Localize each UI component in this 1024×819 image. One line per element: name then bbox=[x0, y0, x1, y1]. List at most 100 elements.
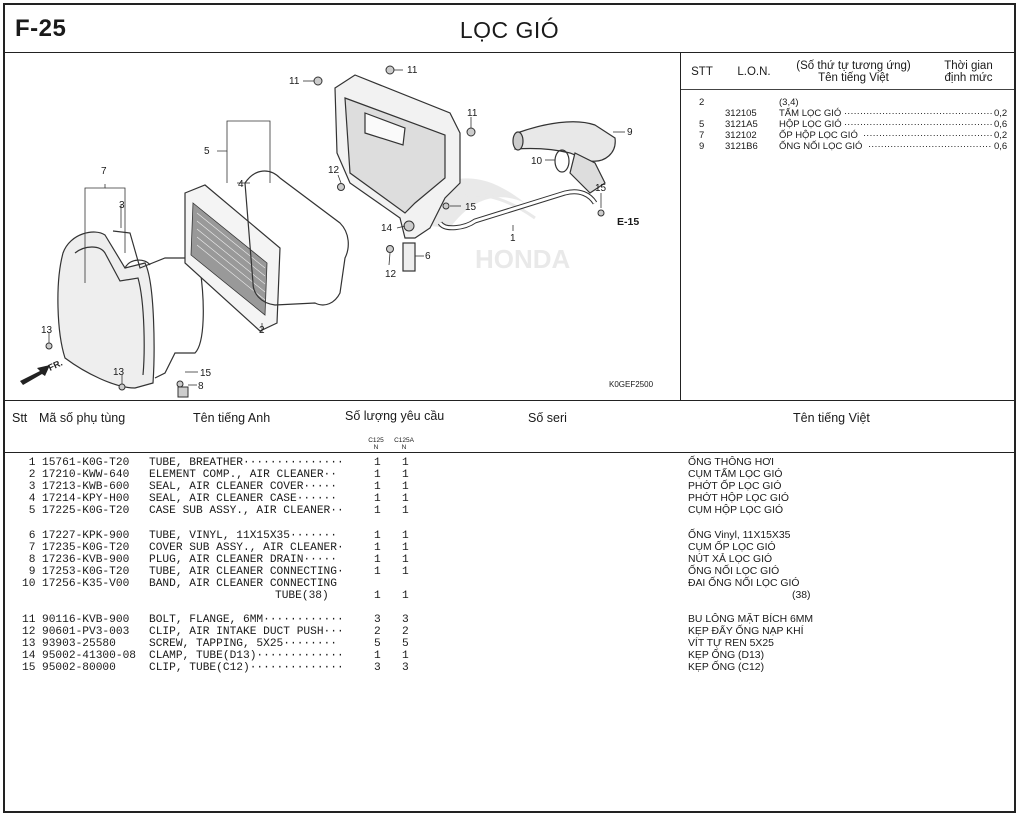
leader-lines bbox=[48, 69, 625, 386]
qty-c125a: 1 bbox=[402, 530, 409, 542]
part-name-vi: CỤM TẤM LỌC GIÓ bbox=[688, 469, 783, 480]
row-number: 10 bbox=[22, 578, 36, 590]
callout: 9 bbox=[627, 127, 633, 138]
col-header-name-en: Tên tiếng Anh bbox=[193, 411, 271, 425]
front-arrow: FR. bbox=[20, 358, 64, 385]
part-name-en: TUBE, BREATHER··············· bbox=[149, 457, 344, 469]
callout: 4 bbox=[238, 179, 244, 190]
part-name-en: COVER SUB ASSY., AIR CLEANER· bbox=[149, 542, 344, 554]
qty-c125a: 1 bbox=[402, 566, 409, 578]
part-name-en: CLAMP, TUBE(D13)············· bbox=[149, 650, 344, 662]
lon-header-time-2: định mức bbox=[944, 72, 993, 84]
part-name-vi: ĐAI ỐNG NỐI LỌC GIÓ bbox=[688, 578, 800, 589]
part-number: 15761-K0G-T20 bbox=[42, 457, 130, 469]
part-number: 17236-KVB-900 bbox=[42, 554, 130, 566]
lon-row-lon: 312102 bbox=[725, 130, 757, 141]
qty-c125a: 1 bbox=[402, 542, 409, 554]
row-number: 5 bbox=[22, 505, 36, 517]
row-number: 4 bbox=[22, 493, 36, 505]
seal-case bbox=[244, 170, 349, 306]
callout: 7 bbox=[101, 166, 107, 177]
callout: 5 bbox=[204, 146, 210, 157]
lon-header-lon: L.O.N. bbox=[737, 66, 771, 78]
lon-row-stt: 7 bbox=[699, 130, 705, 141]
lon-row-stt: 5 bbox=[699, 119, 705, 130]
callout: 8 bbox=[198, 381, 204, 392]
callout: 11 bbox=[289, 76, 300, 87]
connecting-tube bbox=[512, 121, 616, 194]
lon-row-lon: 3121B6 bbox=[725, 141, 758, 152]
callout-numbers: 11 11 11 5 4 7 3 12 14 12 15 6 1 9 10 15… bbox=[41, 65, 639, 392]
callout: 11 bbox=[407, 65, 418, 76]
qty-c125: 1 bbox=[374, 542, 381, 554]
lon-row-lon: 3121A5 bbox=[725, 119, 758, 130]
page-header: F-25 LỌC GIÓ bbox=[5, 5, 1014, 53]
drawing-code: K0GEF2500 bbox=[609, 380, 654, 389]
fasteners bbox=[45, 65, 605, 398]
row-number: 1 bbox=[22, 457, 36, 469]
air-cleaner-case bbox=[334, 74, 461, 239]
part-name-en: SCREW, TAPPING, 5X25········ bbox=[149, 638, 337, 650]
labor-operation-table: STT L.O.N. (Số thứ tự tương ứng) Tên tiế… bbox=[681, 53, 1014, 401]
lon-row-name: TẤM LỌC GIÓ bbox=[779, 108, 842, 119]
row-number: 3 bbox=[22, 481, 36, 493]
col-header-stt: Stt bbox=[12, 411, 28, 425]
part-name-en: PLUG, AIR CLEANER DRAIN····· bbox=[149, 554, 337, 566]
col-header-qty: Số lượng yêu cầu bbox=[345, 409, 445, 423]
qty-c125: 1 bbox=[374, 493, 381, 505]
parts-table: Stt Mã số phụ tùng Tên tiếng Anh Số lượn… bbox=[5, 401, 1014, 811]
callout: 15 bbox=[465, 202, 477, 213]
qty-c125: 1 bbox=[374, 457, 381, 469]
qty-c125: 1 bbox=[374, 505, 381, 517]
callout: 13 bbox=[41, 325, 53, 336]
variant-type: N bbox=[373, 444, 379, 451]
part-name-vi: ỐNG Vinyl, 11X15X35 bbox=[688, 530, 791, 541]
callout: 10 bbox=[531, 156, 543, 167]
vinyl-tube bbox=[402, 242, 416, 272]
honda-watermark-text: HONDA bbox=[475, 244, 571, 274]
qty-c125a: 3 bbox=[402, 662, 409, 674]
qty-c125a: 1 bbox=[402, 481, 409, 493]
lon-row-name: HỘP LỌC GIÓ bbox=[779, 119, 842, 130]
row-number: 14 bbox=[22, 650, 36, 662]
part-name-vi: PHỚT ỐP LỌC GIÓ bbox=[688, 481, 782, 492]
part-name-vi: VÍT TỰ REN 5X25 bbox=[688, 638, 774, 649]
callout: 13 bbox=[113, 367, 125, 378]
callout: 11 bbox=[467, 108, 478, 119]
row-number: 6 bbox=[22, 530, 36, 542]
row-number: 11 bbox=[22, 614, 36, 626]
part-name-en: TUBE, VINYL, 11X15X35······· bbox=[149, 530, 337, 542]
part-name-vi-cont: (38) bbox=[792, 590, 811, 601]
lon-row-name: ỐNG NỐI LỌC GIÓ bbox=[779, 141, 863, 152]
page-title: LỌC GIÓ bbox=[459, 17, 560, 43]
lon-row-time: 0,2 bbox=[994, 108, 1008, 119]
callout: 12 bbox=[328, 165, 340, 176]
section-code: F-25 bbox=[15, 15, 67, 42]
lon-row-name: ỐP HỘP LỌC GIÓ bbox=[779, 130, 858, 141]
part-name-vi: PHỚT HỘP LỌC GIÓ bbox=[688, 493, 789, 504]
parts-header-divider bbox=[5, 452, 1014, 453]
lon-row-time: 0,6 bbox=[994, 119, 1008, 130]
qty-c125a: 1 bbox=[402, 505, 409, 517]
lon-header-desc-2: Tên tiếng Việt bbox=[818, 72, 889, 84]
qty-c125: 1 bbox=[374, 554, 381, 566]
air-cleaner-cover bbox=[57, 231, 155, 389]
qty-c125a: 1 bbox=[402, 493, 409, 505]
qty-c125: 1 bbox=[374, 590, 381, 602]
page-frame: F-25 LỌC GIÓ HONDA bbox=[3, 3, 1016, 813]
part-number: 90116-KVB-900 bbox=[42, 614, 130, 626]
part-name-en: SEAL, AIR CLEANER CASE······ bbox=[149, 493, 337, 505]
variant-type: N bbox=[401, 444, 407, 451]
row-number: 13 bbox=[22, 638, 36, 650]
air-filter-element bbox=[184, 184, 281, 332]
qty-c125a: 5 bbox=[402, 638, 409, 650]
qty-c125a: 1 bbox=[402, 554, 409, 566]
callout: 15 bbox=[200, 368, 212, 379]
part-number: 17235-K0G-T20 bbox=[42, 542, 130, 554]
lon-header-divider bbox=[681, 89, 1014, 90]
qty-c125a: 3 bbox=[402, 614, 409, 626]
seal-cover bbox=[112, 230, 204, 379]
qty-c125: 5 bbox=[374, 638, 381, 650]
part-name-en: BOLT, FLANGE, 6MM············ bbox=[149, 614, 344, 626]
part-number: 95002-80000 bbox=[42, 662, 116, 674]
